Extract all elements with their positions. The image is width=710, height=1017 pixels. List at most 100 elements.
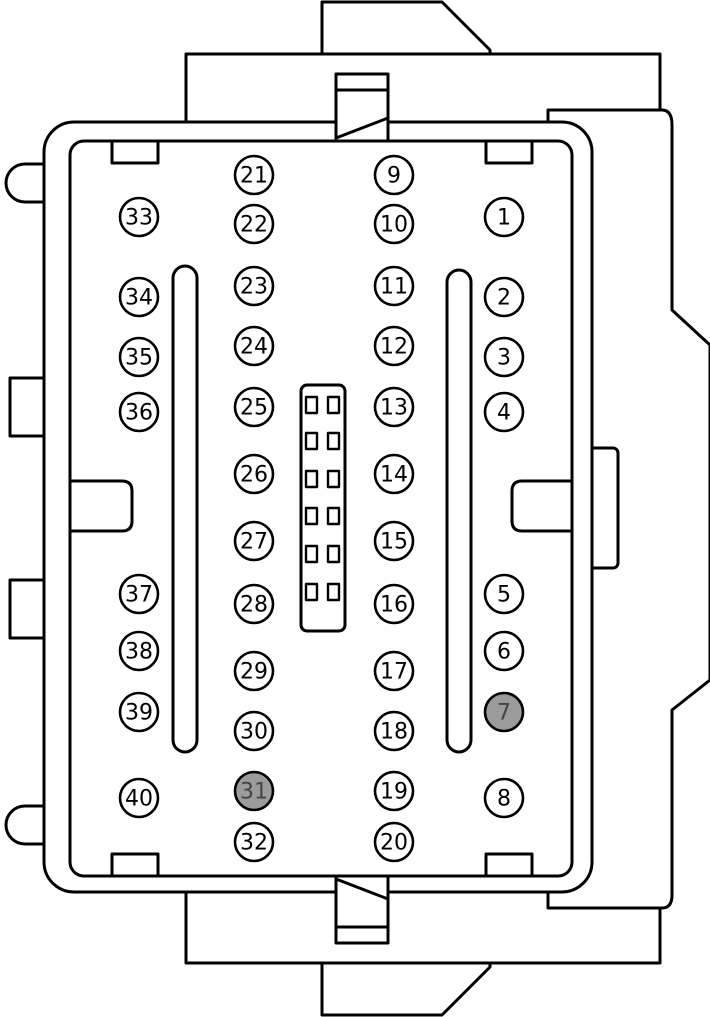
- pin-highlight-marker: [483, 691, 525, 733]
- pin-socket: [118, 196, 160, 238]
- pin-label: 28: [240, 593, 268, 618]
- pin-socket: [233, 154, 275, 196]
- pin-socket: [118, 276, 160, 318]
- pin-label: 17: [380, 660, 408, 685]
- pin-14: 14: [373, 453, 415, 495]
- pin-socket: [483, 336, 525, 378]
- pin-label: 25: [240, 396, 268, 421]
- pin-label: 12: [380, 335, 408, 360]
- pin-label: 3: [497, 346, 511, 371]
- pin-40: 40: [118, 777, 160, 819]
- top-lock-ramp: [334, 72, 390, 143]
- center-cell: [304, 506, 319, 526]
- pin-socket: [483, 777, 525, 819]
- pin-label: 32: [240, 831, 268, 856]
- pin-8: 8: [483, 777, 525, 819]
- pin-label: 13: [380, 396, 408, 421]
- pin-label: 4: [497, 401, 511, 426]
- pin-socket: [373, 154, 415, 196]
- right-key: [510, 479, 574, 533]
- center-cell: [326, 395, 341, 415]
- pin-label: 23: [240, 275, 268, 300]
- pin-socket: [233, 821, 275, 863]
- pin-label: 22: [240, 213, 268, 238]
- pin-socket: [373, 453, 415, 495]
- pin-label: 9: [387, 164, 401, 189]
- pin-21: 21: [233, 154, 275, 196]
- pin-label: 19: [380, 780, 408, 805]
- pin-29: 29: [233, 650, 275, 692]
- pin-socket: [483, 276, 525, 318]
- pin-socket: [233, 386, 275, 428]
- pin-socket: [373, 520, 415, 562]
- pin-label: 1: [497, 206, 511, 231]
- pin-19: 19: [373, 770, 415, 812]
- pin-label: 8: [497, 787, 511, 812]
- pin-12: 12: [373, 325, 415, 367]
- center-cell: [304, 431, 319, 451]
- pin-15: 15: [373, 520, 415, 562]
- pin-socket: [233, 650, 275, 692]
- pin-socket: [118, 630, 160, 672]
- center-cell: [304, 544, 319, 564]
- pin-30: 30: [233, 710, 275, 752]
- pin-label: 20: [380, 831, 408, 856]
- pin-4: 4: [483, 391, 525, 433]
- pin-socket: [373, 203, 415, 245]
- pin-5: 5: [483, 573, 525, 615]
- pin-label: 31: [240, 780, 268, 805]
- pin-label: 37: [125, 583, 153, 608]
- left-key: [68, 479, 134, 533]
- pin-socket: [373, 770, 415, 812]
- pin-socket: [233, 203, 275, 245]
- pin-label: 24: [240, 335, 268, 360]
- pin-socket: [483, 573, 525, 615]
- pin-label: 6: [497, 640, 511, 665]
- pin-socket: [233, 325, 275, 367]
- pin-label: 27: [240, 530, 268, 555]
- pin-39: 39: [118, 691, 160, 733]
- center-cell: [326, 431, 341, 451]
- center-cell: [326, 544, 341, 564]
- connector-housing: [4, 0, 710, 1017]
- pin-11: 11: [373, 265, 415, 307]
- pin-socket: [483, 630, 525, 672]
- pin-label: 21: [240, 164, 268, 189]
- center-cell: [326, 469, 341, 489]
- pin-25: 25: [233, 386, 275, 428]
- pin-socket: [373, 583, 415, 625]
- pin-label: 29: [240, 660, 268, 685]
- pin-33: 33: [118, 196, 160, 238]
- pin-label: 34: [125, 286, 153, 311]
- pin-layer: 1234567891011121314151617181920212223242…: [118, 154, 525, 863]
- pin-label: 38: [125, 640, 153, 665]
- pin-socket: [483, 196, 525, 238]
- pin-socket: [233, 265, 275, 307]
- pin-31: 31: [233, 770, 275, 812]
- pin-label: 2: [497, 286, 511, 311]
- center-cell: [304, 395, 319, 415]
- pin-socket: [373, 325, 415, 367]
- pin-label: 30: [240, 720, 268, 745]
- pin-socket: [233, 583, 275, 625]
- pin-17: 17: [373, 650, 415, 692]
- pin-label: 16: [380, 593, 408, 618]
- pin-socket: [373, 650, 415, 692]
- pin-13: 13: [373, 386, 415, 428]
- pin-35: 35: [118, 336, 160, 378]
- pin-10: 10: [373, 203, 415, 245]
- pin-label: 11: [380, 275, 408, 300]
- bottom-lock-ramp: [334, 874, 390, 945]
- center-cell: [326, 506, 341, 526]
- pin-socket: [233, 710, 275, 752]
- pin-label: 7: [497, 701, 511, 726]
- pin-label: 40: [125, 787, 153, 812]
- pin-socket: [118, 391, 160, 433]
- pin-socket: [373, 386, 415, 428]
- notch-bottom-right: [484, 852, 534, 878]
- pin-28: 28: [233, 583, 275, 625]
- notch-bottom-left: [110, 852, 160, 878]
- pin-7: 7: [483, 691, 525, 733]
- right-slot: [445, 268, 473, 754]
